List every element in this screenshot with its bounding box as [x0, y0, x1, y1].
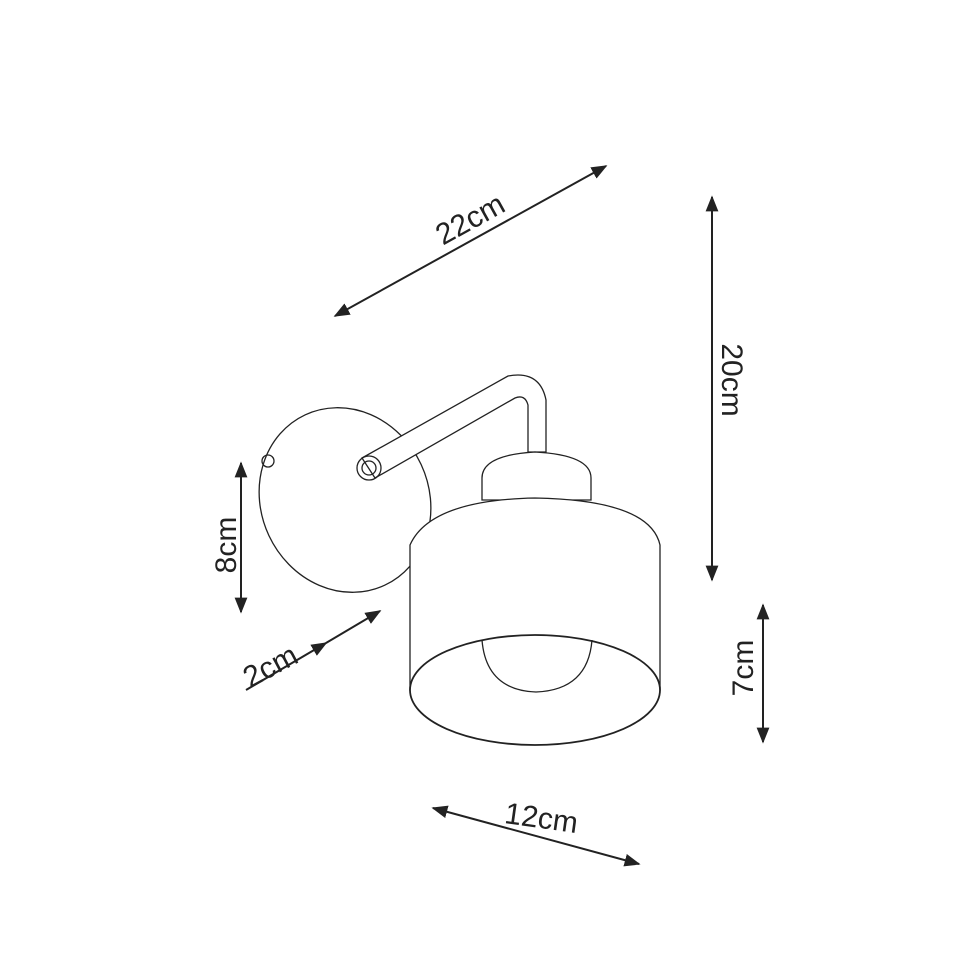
dimension-12cm: 12cm [431, 797, 641, 867]
label-plate-depth: 2cm [238, 639, 304, 695]
label-total-height: 20cm [715, 343, 748, 416]
arm-joint [356, 455, 382, 481]
label-shade-height: 7cm [727, 640, 760, 697]
wall-lamp-drawing [258, 374, 661, 746]
dimension-8cm: 8cm [210, 461, 248, 614]
dimension-22cm: 22cm [333, 165, 608, 317]
dimension-7cm: 7cm [727, 603, 770, 744]
lamp-socket [481, 451, 592, 501]
label-shade-diameter: 12cm [503, 797, 580, 840]
label-plate-height: 8cm [210, 517, 243, 574]
light-bulb [481, 639, 593, 693]
shade-opening [409, 634, 661, 746]
plate-screw [261, 454, 275, 468]
label-arm-length: 22cm [430, 187, 510, 251]
dimension-20cm: 20cm [705, 195, 748, 582]
arm-joint-inner [361, 460, 377, 476]
dimension-2cm: 2cm [238, 610, 382, 695]
